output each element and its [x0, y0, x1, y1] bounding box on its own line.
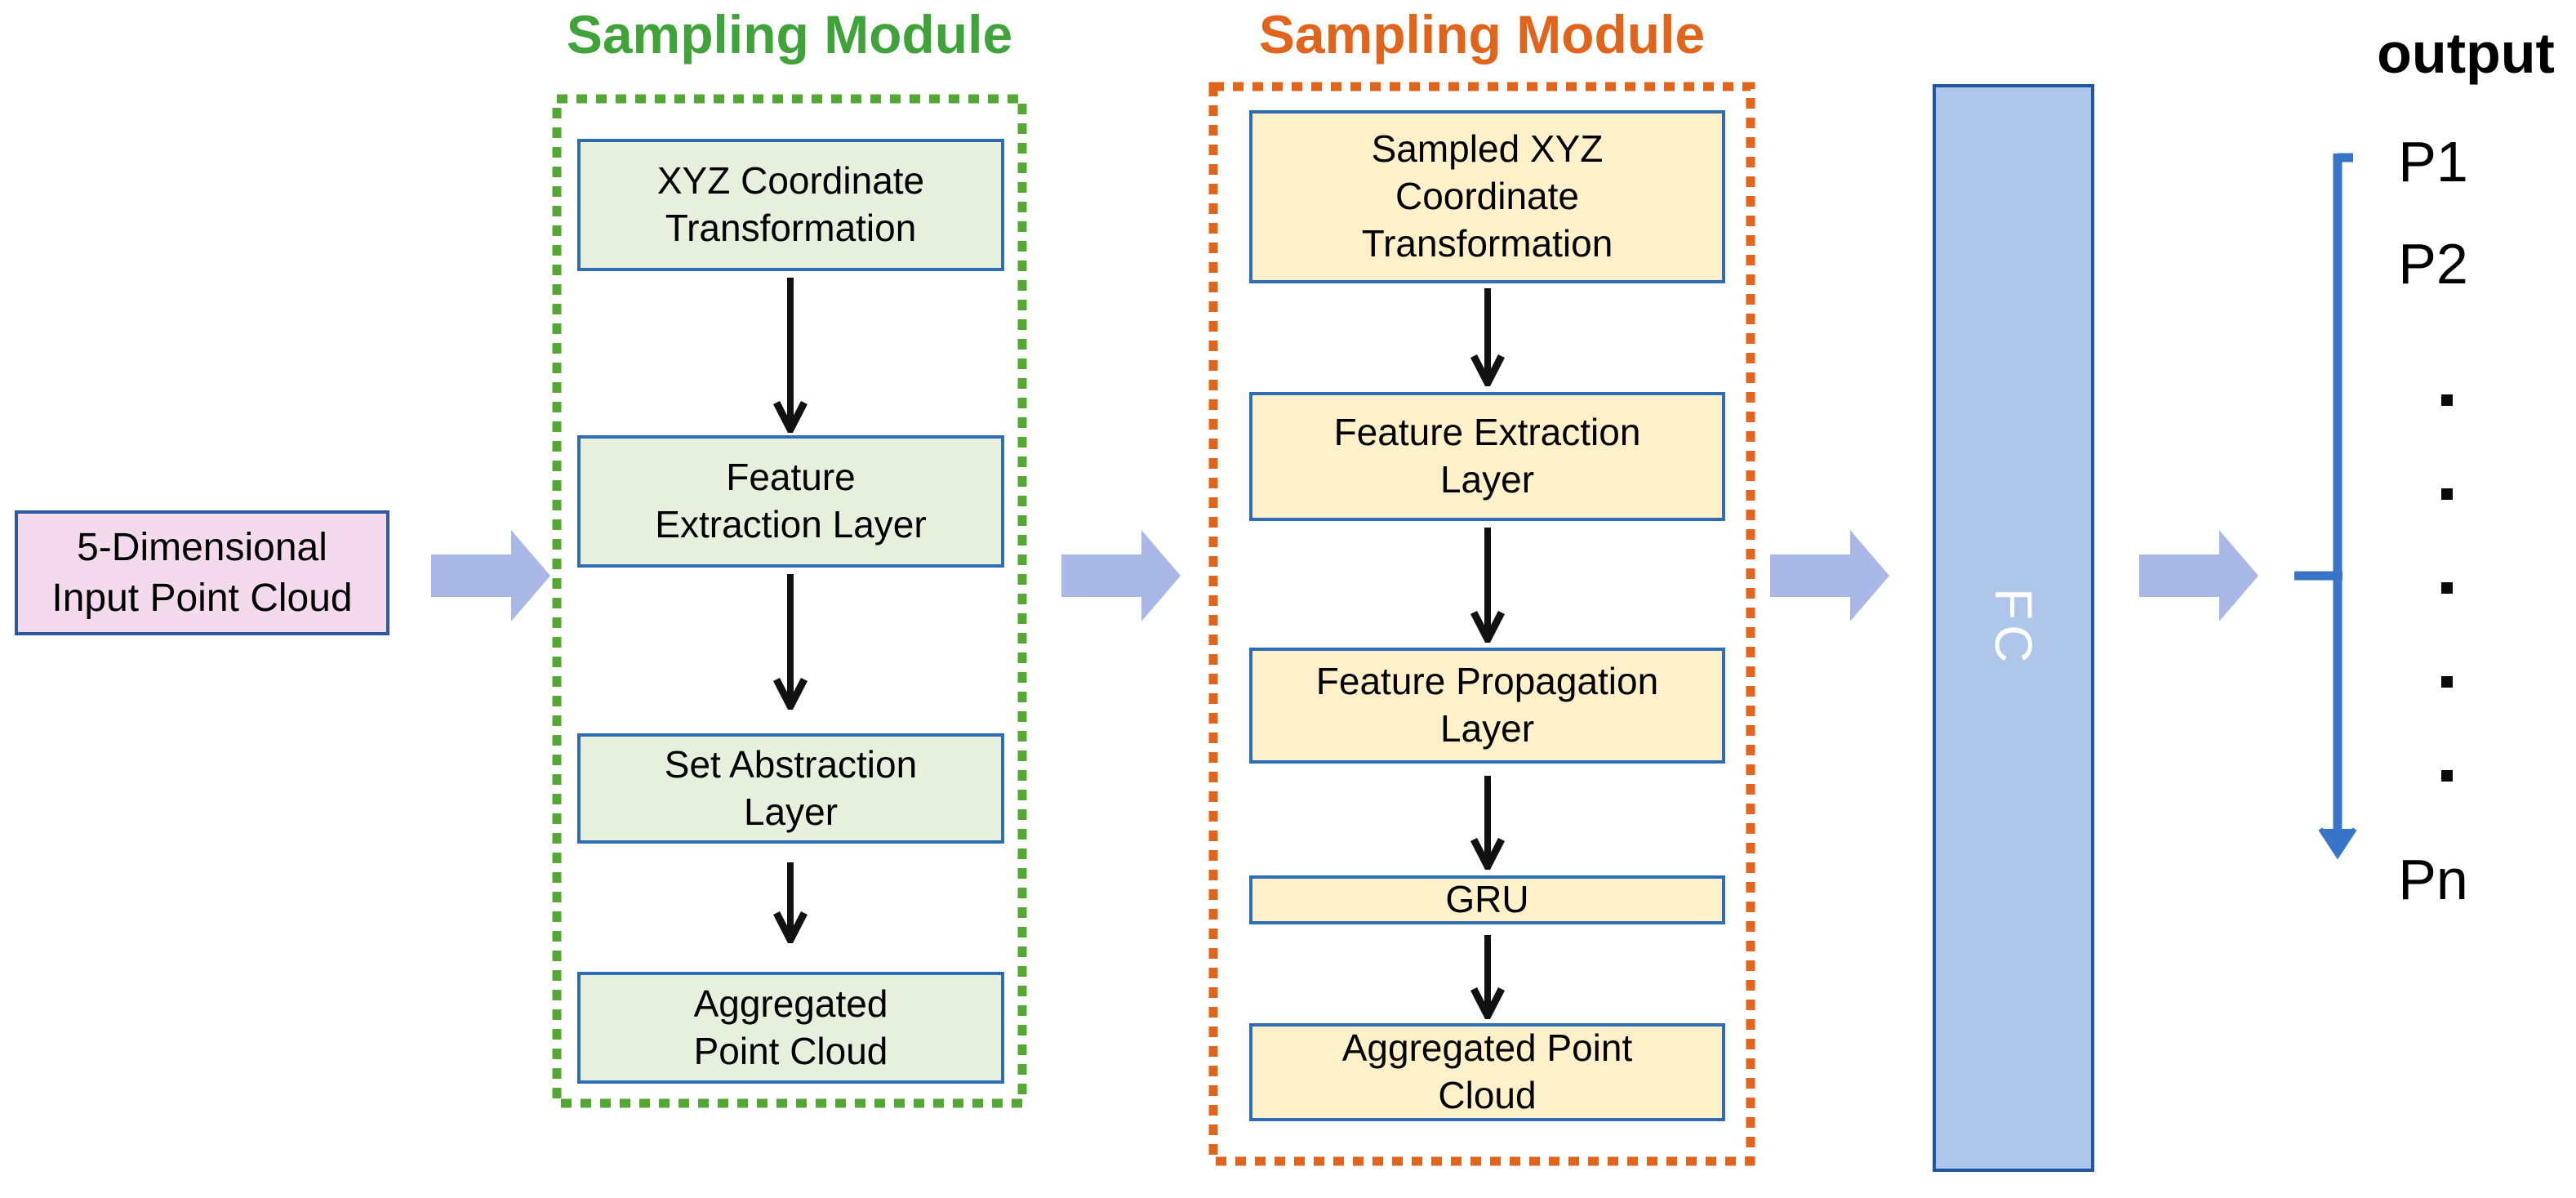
output-title: output: [2377, 21, 2555, 85]
box-label: Feature Extraction Layer: [1333, 411, 1641, 501]
aggregated-point-cloud-box: Aggregated Point Cloud: [577, 972, 1004, 1084]
feature-extraction-layer-box: Feature Extraction Layer: [577, 435, 1004, 568]
gru-box: GRU: [1249, 875, 1725, 924]
ellipsis-dot: [2441, 770, 2453, 782]
down-arrow-icon: [772, 862, 808, 943]
output-bracket-arrow-icon: [2294, 153, 2357, 860]
ellipsis-dot: [2441, 394, 2453, 406]
xyz-coordinate-transformation-box: XYZ Coordinate Transformation: [577, 139, 1004, 271]
box-label: Feature Extraction Layer: [655, 456, 927, 546]
right-block-arrow-icon: [2139, 530, 2258, 621]
output-item-p2: P2: [2398, 232, 2468, 296]
input-point-cloud-label: 5-Dimensional Input Point Cloud: [51, 526, 353, 620]
feature-propagation-layer-box: Feature Propagation Layer: [1249, 648, 1725, 764]
box-label: Feature Propagation Layer: [1315, 660, 1659, 750]
down-arrow-icon: [772, 574, 808, 710]
sampled-xyz-coordinate-transformation-box: Sampled XYZ Coordinate Transformation: [1249, 110, 1725, 283]
green-module-frame: [552, 94, 1027, 1108]
right-block-arrow-icon: [1770, 530, 1889, 621]
aggregated-point-cloud-box: Aggregated Point Cloud: [1249, 1023, 1725, 1121]
green-module-title: Sampling Module: [566, 4, 1013, 65]
output-item-p1: P1: [2398, 130, 2468, 194]
ellipsis-dots-column: [2441, 394, 2453, 782]
box-label: Aggregated Point Cloud: [693, 982, 888, 1072]
box-label: XYZ Coordinate Transformation: [656, 159, 925, 249]
down-arrow-icon: [1470, 288, 1506, 386]
output-item-pn: Pn: [2398, 848, 2468, 911]
input-point-cloud-box: 5-Dimensional Input Point Cloud: [15, 510, 389, 635]
orange-module-title: Sampling Module: [1258, 4, 1706, 65]
right-block-arrow-icon: [1061, 530, 1181, 621]
box-label: Set Abstraction Layer: [664, 742, 918, 833]
ellipsis-dot: [2441, 488, 2453, 500]
set-abstraction-layer-box: Set Abstraction Layer: [577, 733, 1004, 844]
right-block-arrow-icon: [431, 530, 550, 621]
down-arrow-icon: [1470, 528, 1506, 643]
ellipsis-dot: [2441, 676, 2453, 688]
feature-extraction-layer-box: Feature Extraction Layer: [1249, 392, 1725, 521]
down-arrow-icon: [1470, 935, 1506, 1019]
orange-module-frame: [1208, 82, 1755, 1166]
box-label: GRU: [1445, 878, 1529, 921]
down-arrow-icon: [1470, 776, 1506, 870]
fc-label: FC: [1984, 588, 2043, 668]
down-arrow-icon: [772, 278, 808, 433]
fc-box: FC: [1933, 84, 2094, 1172]
box-label: Sampled XYZ Coordinate Transformation: [1361, 127, 1613, 265]
ellipsis-dot: [2441, 582, 2453, 594]
box-label: Aggregated Point Cloud: [1341, 1027, 1633, 1116]
